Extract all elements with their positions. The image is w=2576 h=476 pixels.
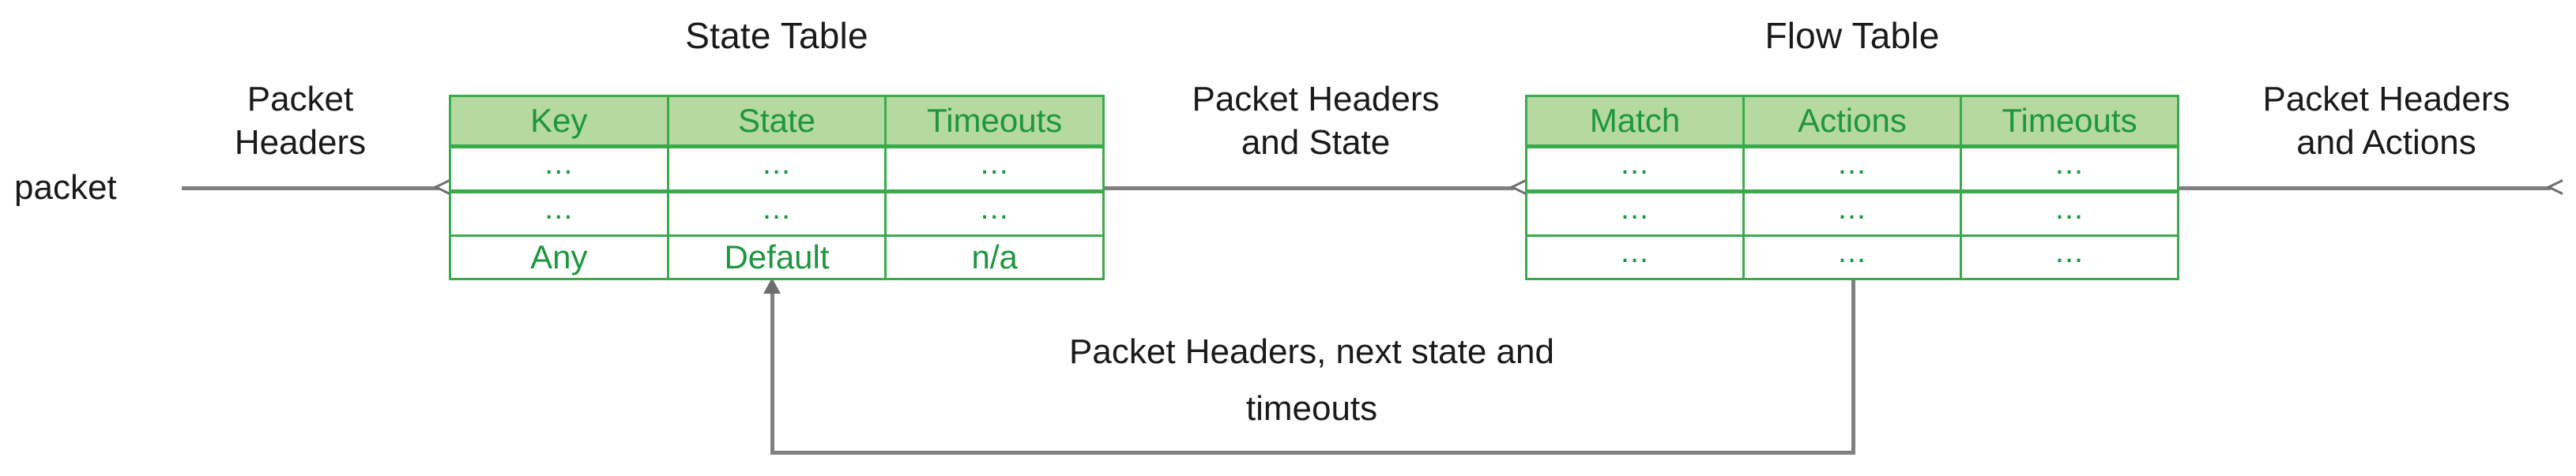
- flow-table-cell: ...: [1527, 193, 1745, 234]
- table-row[interactable]: ... ... ...: [451, 148, 1102, 193]
- table-row[interactable]: ... ... ...: [1527, 148, 2177, 193]
- flow-table-cell: ...: [2054, 146, 2085, 181]
- packet-headers-label-line1: Packet: [247, 80, 354, 118]
- state-table-cell: ...: [669, 148, 887, 189]
- flow-table-cell: ...: [1745, 236, 1962, 278]
- state-table-col-timeouts: Timeouts: [927, 102, 1063, 139]
- arrowhead-output: [2546, 178, 2560, 196]
- state-table-col-key: Key: [451, 97, 669, 144]
- packet-headers-label-line2: Headers: [234, 123, 367, 162]
- flow-table-title: Flow Table: [1764, 15, 1940, 56]
- feedback-line-up: [770, 294, 774, 452]
- feedback-line-down: [1851, 280, 1855, 454]
- arrow-state-table-to-flow-table: [1105, 186, 1514, 190]
- flow-table-col-actions: Actions: [1745, 97, 1962, 144]
- state-table-title: State Table: [685, 15, 868, 56]
- headers-and-actions-label-line1: Packet Headers: [2262, 80, 2510, 118]
- table-row[interactable]: ... ... ...: [1527, 234, 2177, 278]
- state-table-cell: ...: [451, 148, 669, 189]
- state-table-cell: ...: [669, 193, 887, 234]
- state-table-cell: ...: [980, 146, 1009, 181]
- flow-table-col-match: Match: [1527, 97, 1745, 144]
- feedback-label-line2: timeouts: [1245, 389, 1378, 428]
- flow-table-cell: ...: [1745, 193, 1962, 234]
- table-row-default[interactable]: Any Default n/a: [451, 237, 1102, 278]
- state-table[interactable]: Key State Timeouts ... ... ... ... ... .…: [449, 95, 1105, 280]
- state-table-cell-na: n/a: [971, 238, 1018, 275]
- arrowhead-into-state-table: [433, 178, 447, 196]
- headers-and-actions-label-line2: and Actions: [2296, 123, 2476, 162]
- flow-table-header-row: Match Actions Timeouts: [1527, 97, 2177, 148]
- state-table-header-row: Key State Timeouts: [451, 97, 1102, 148]
- table-row[interactable]: ... ... ...: [1527, 193, 2177, 237]
- state-table-cell-default: Default: [669, 237, 887, 278]
- feedback-line-horizontal: [770, 451, 1855, 455]
- arrow-packet-to-state-table: [182, 186, 439, 190]
- flow-table-cell: ...: [1527, 236, 1745, 278]
- packet-input-label: packet: [14, 168, 117, 207]
- headers-and-state-label-line1: Packet Headers: [1192, 80, 1440, 118]
- flow-table-cell: ...: [2054, 191, 2085, 226]
- table-row[interactable]: ... ... ...: [451, 193, 1102, 237]
- state-table-cell-any: Any: [451, 237, 669, 278]
- flow-table-cell: ...: [1527, 148, 1745, 189]
- arrowhead-into-flow-table: [1509, 178, 1523, 196]
- state-table-cell: ...: [980, 191, 1009, 226]
- flow-table-cell: ...: [1745, 148, 1962, 189]
- feedback-label-line1: Packet Headers, next state and: [1069, 332, 1554, 371]
- state-table-cell: ...: [451, 193, 669, 234]
- arrow-flow-table-to-output: [2179, 186, 2551, 190]
- arrowhead-feedback-into-state-table: [763, 278, 781, 294]
- state-table-col-state: State: [669, 97, 887, 144]
- flow-table[interactable]: Match Actions Timeouts ... ... ... ... .…: [1525, 95, 2179, 280]
- headers-and-state-label-line2: and State: [1241, 123, 1391, 162]
- flow-table-cell: ...: [2054, 234, 2085, 269]
- flow-table-col-timeouts: Timeouts: [2002, 102, 2137, 139]
